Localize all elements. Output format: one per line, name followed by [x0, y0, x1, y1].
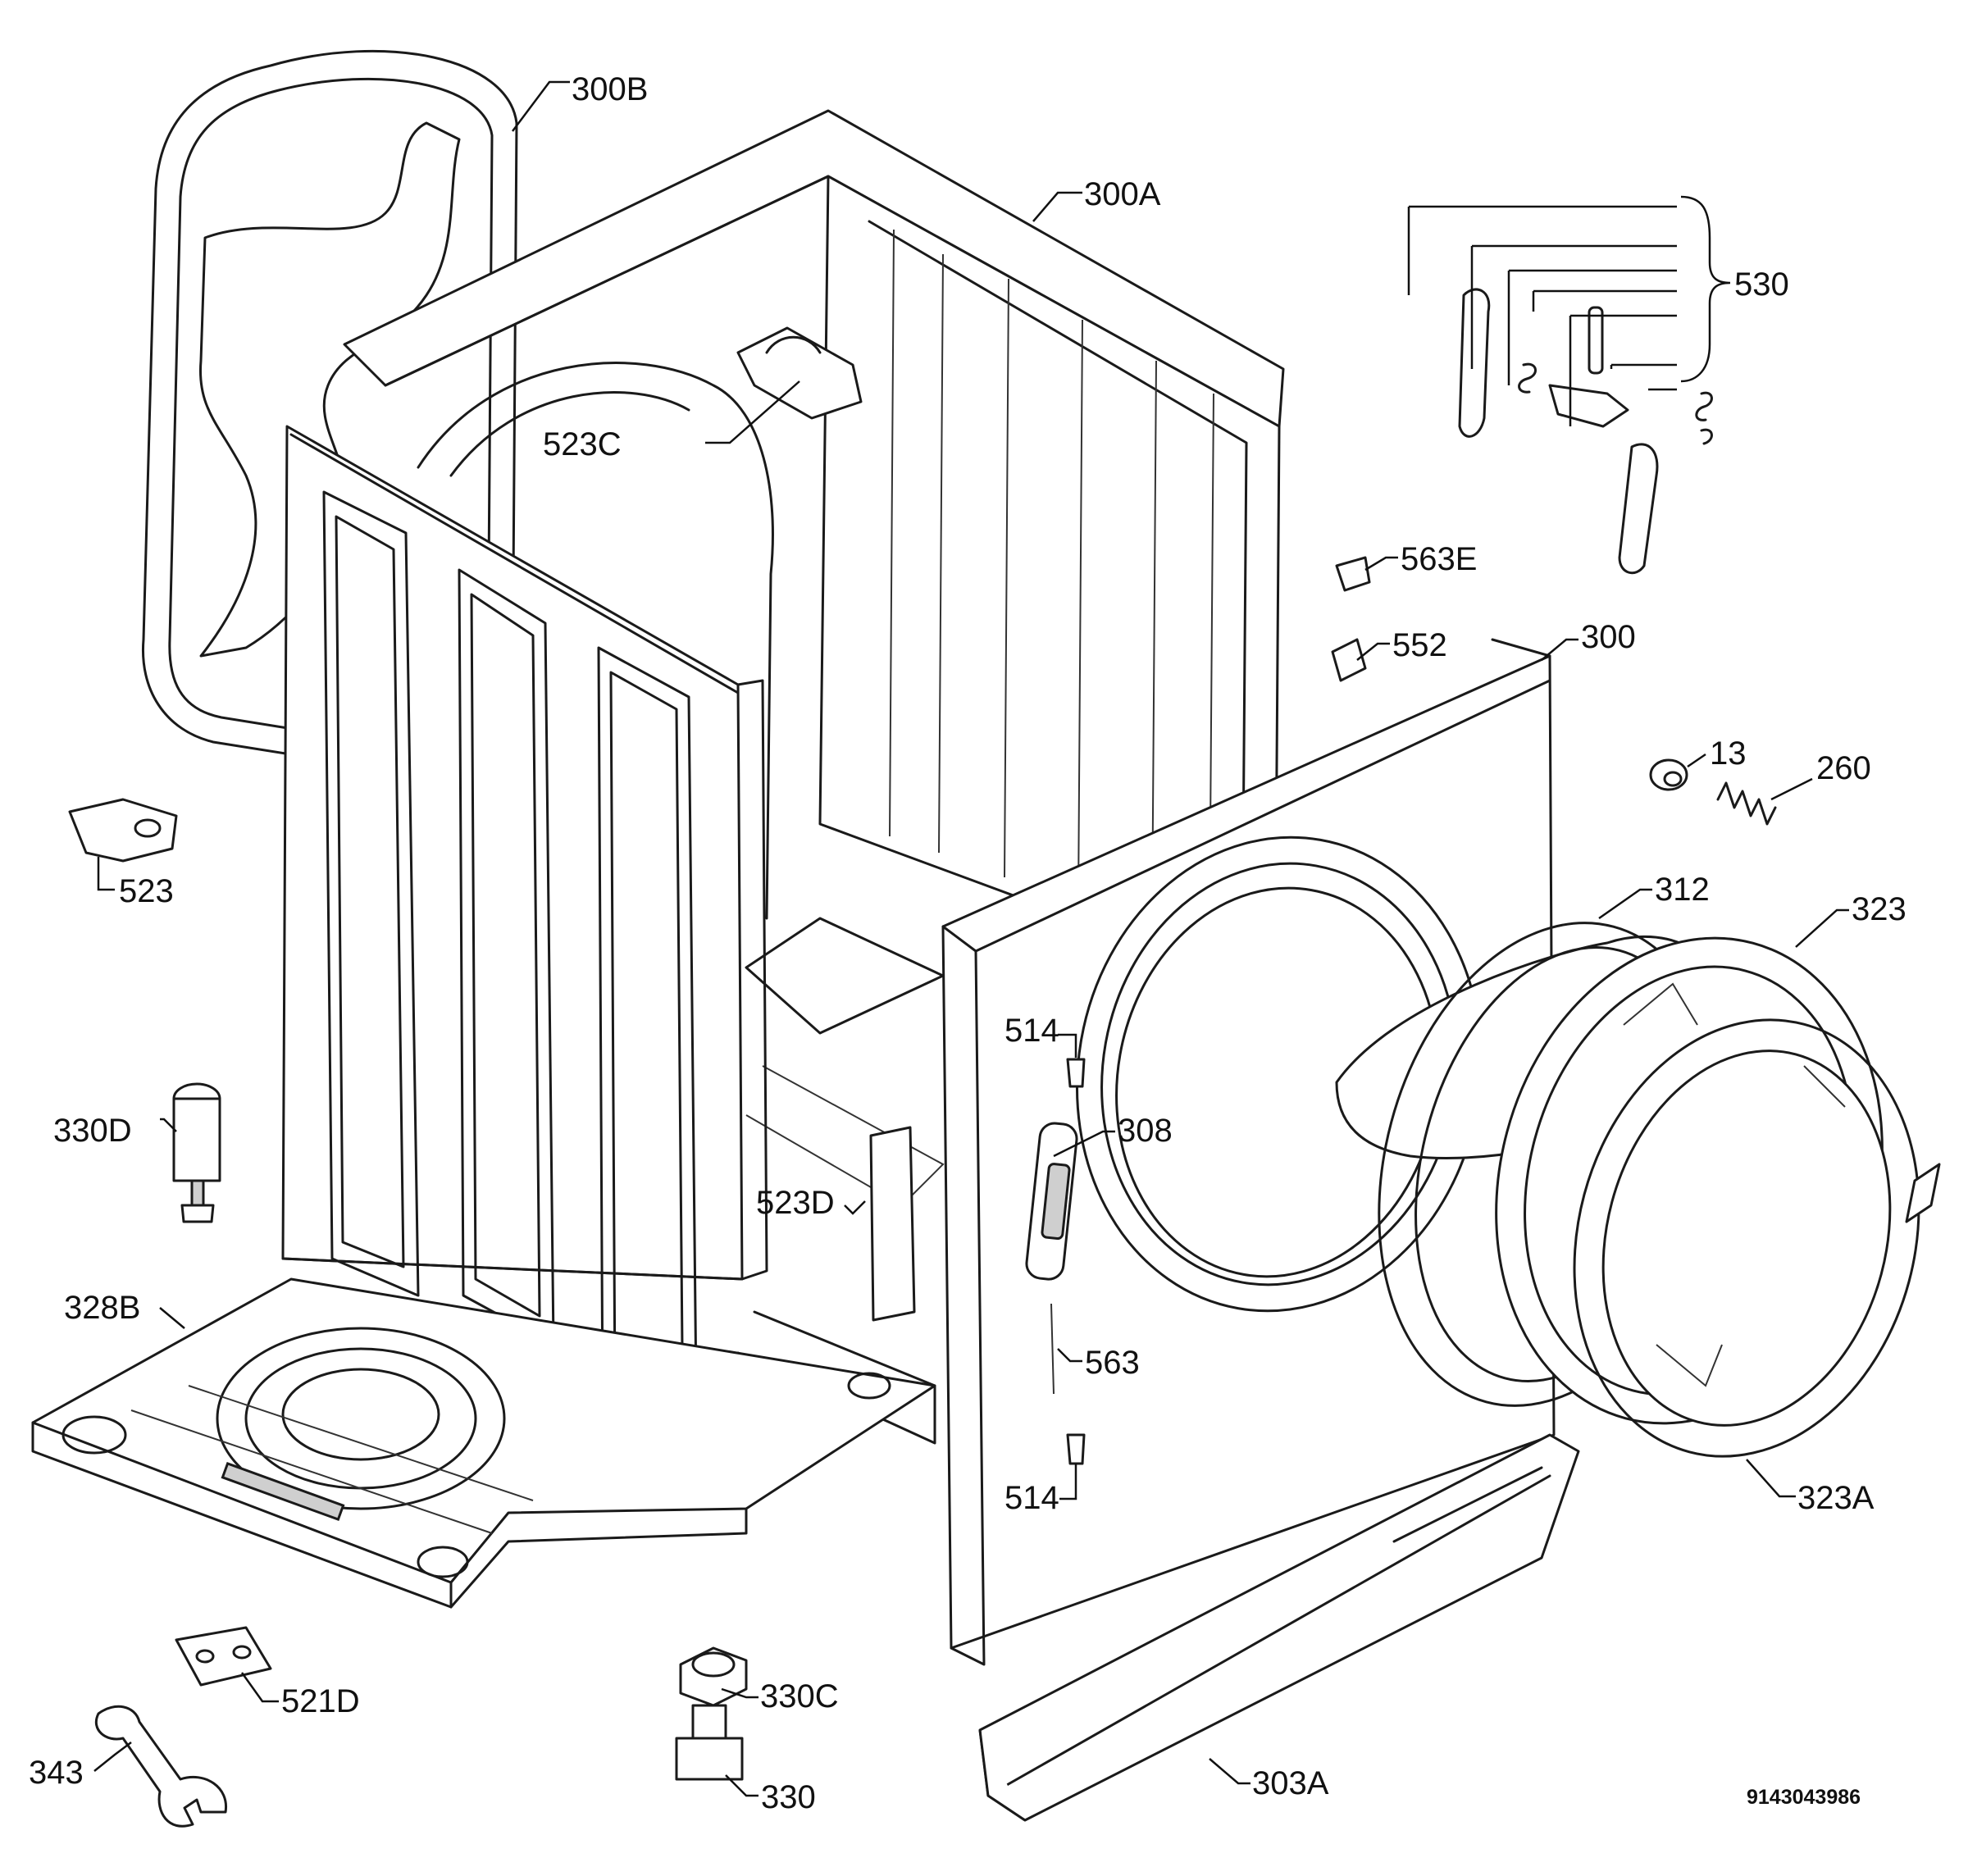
label-312: 312: [1655, 872, 1710, 908]
part-328B-base-frame: [31, 1277, 936, 1609]
part-260-spring: [1716, 781, 1777, 826]
label-514-top: 514: [1004, 1013, 1059, 1049]
label-260: 260: [1816, 750, 1871, 786]
label-300B: 300B: [572, 71, 648, 107]
label-343: 343: [29, 1755, 84, 1791]
label-300: 300: [1581, 619, 1636, 655]
label-330: 330: [761, 1779, 816, 1815]
part-303A-plinth: [978, 1433, 1580, 1822]
part-labels: 300B 300A 530 523C 563E 552 300 13 260 5…: [29, 71, 1906, 1815]
label-530: 530: [1734, 266, 1789, 303]
label-330D: 330D: [53, 1113, 132, 1149]
label-514-bottom: 514: [1004, 1480, 1059, 1516]
part-330-hose-connector: [675, 1704, 744, 1781]
part-300-front-panel: [941, 638, 1556, 1666]
label-323: 323: [1852, 891, 1906, 927]
label-330C: 330C: [760, 1678, 839, 1714]
label-523C: 523C: [543, 426, 622, 462]
label-563: 563: [1085, 1345, 1140, 1381]
part-343-spanner: [94, 1705, 227, 1828]
part-523-bracket: [68, 798, 178, 863]
part-552-clip: [1331, 638, 1367, 682]
label-521D: 521D: [281, 1683, 360, 1719]
label-563E: 563E: [1401, 541, 1477, 577]
part-13-bush: [1649, 758, 1688, 791]
part-300A-cabinet: [343, 109, 1285, 1445]
label-300A: 300A: [1084, 176, 1161, 212]
part-330C-nut: [679, 1646, 748, 1707]
part-563E-sensor: [1335, 556, 1371, 592]
label-308: 308: [1118, 1113, 1173, 1149]
part-521D-part: [175, 1626, 272, 1687]
label-552: 552: [1392, 627, 1447, 663]
label-323A: 323A: [1797, 1480, 1875, 1516]
label-523: 523: [119, 873, 174, 909]
part-312-323-door-assembly: [1335, 922, 1941, 1458]
part-530-hinge-set: [1458, 288, 1713, 575]
label-328B: 328B: [64, 1290, 140, 1326]
leader-lines: [93, 80, 1849, 1797]
label-13: 13: [1710, 735, 1747, 772]
label-303A: 303A: [1252, 1765, 1329, 1801]
part-523D-bracket: [869, 1126, 916, 1322]
document-id: 9143043986: [1747, 1786, 1861, 1809]
part-330D-foot: [172, 1082, 221, 1223]
label-523D: 523D: [756, 1185, 835, 1221]
